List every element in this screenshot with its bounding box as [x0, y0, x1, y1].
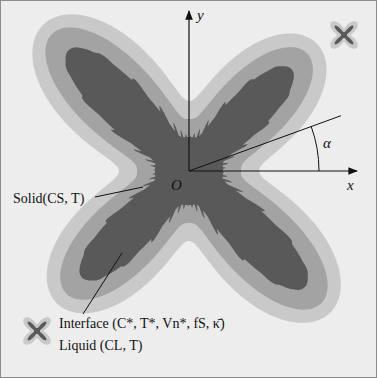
- axis-label: x: [347, 177, 354, 194]
- diffusion-layer-outer: [32, 14, 340, 322]
- region-label: Interface (C*, T*, Vn*, fS, κ̄): [59, 316, 225, 331]
- leader-line: [95, 187, 143, 197]
- angle-arc: [311, 127, 319, 172]
- region-label: Solid(CS, T): [13, 191, 84, 206]
- small-crystal-halo: [330, 21, 357, 48]
- x-axis: [189, 170, 357, 171]
- angle-line: [189, 116, 341, 171]
- region-label: Liquid (CL, T): [59, 338, 142, 353]
- small-crystal: [335, 26, 354, 45]
- origin-label: O: [171, 177, 182, 194]
- axis-label: y: [197, 7, 204, 24]
- diffusion-layer-inner: [45, 27, 327, 309]
- leader-line: [83, 253, 122, 314]
- dendrite-solid: [66, 47, 308, 290]
- small-crystal: [28, 322, 47, 341]
- y-axis: [188, 11, 189, 171]
- angle-label: α: [323, 135, 331, 152]
- small-crystal-halo: [23, 317, 50, 344]
